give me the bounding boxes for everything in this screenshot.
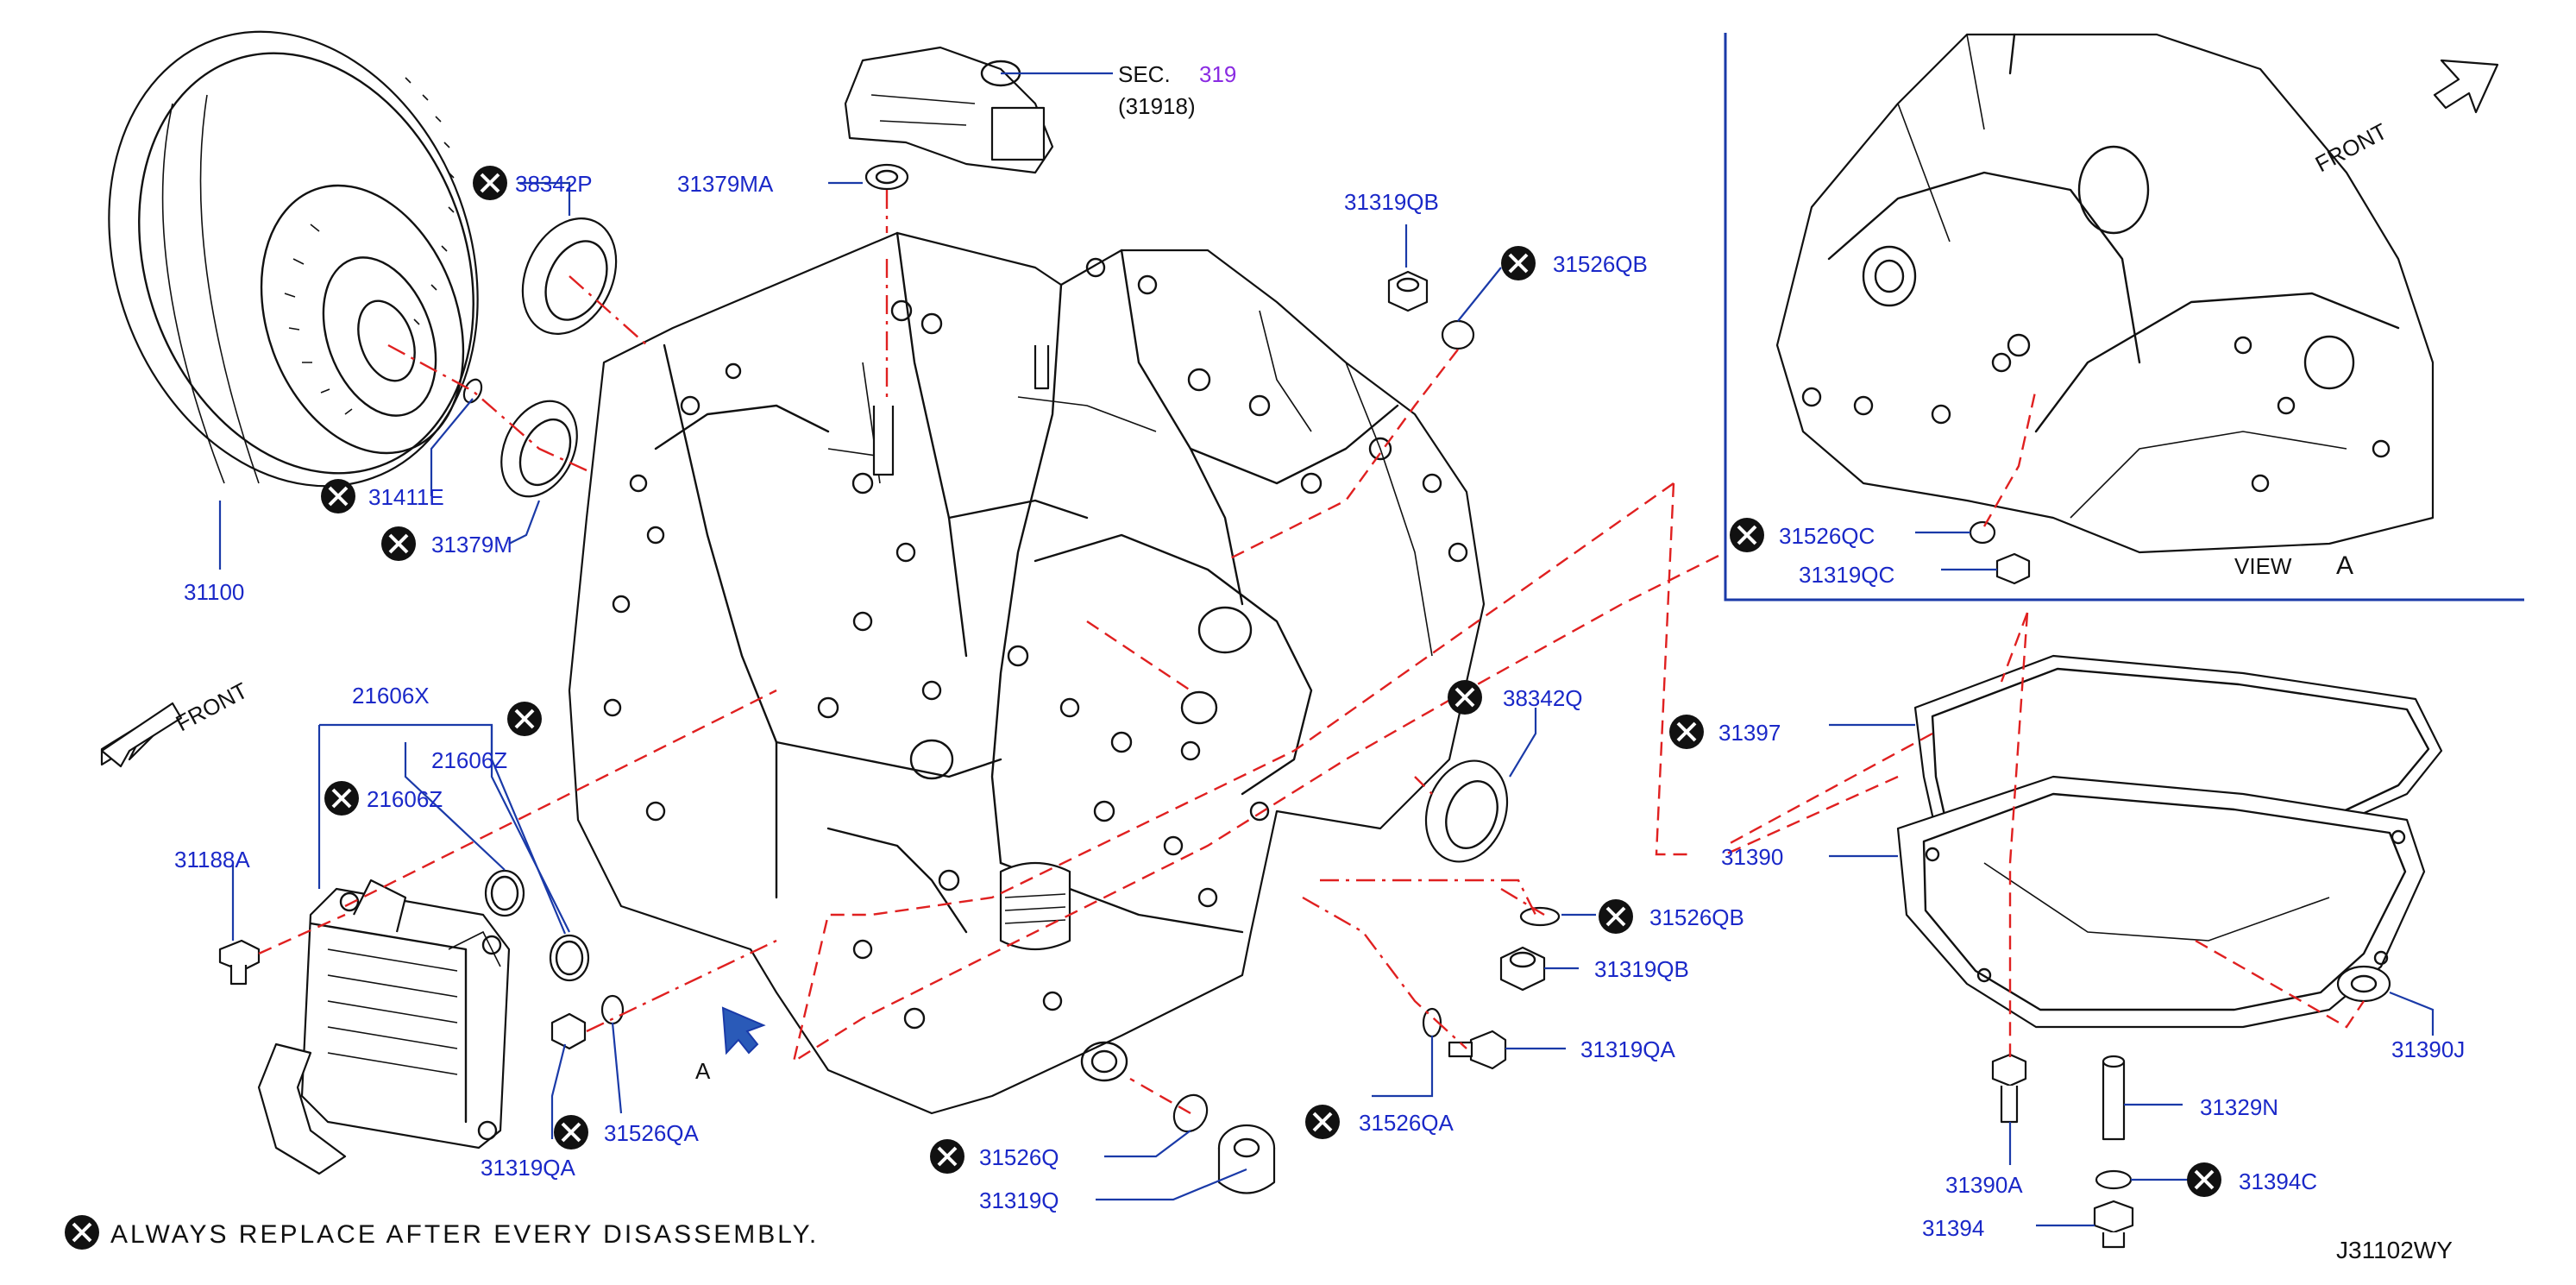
circle-x-icon (1730, 518, 1764, 552)
transmission-case[interactable] (568, 231, 1486, 1115)
label-31319Q[interactable]: 31319Q (979, 1187, 1059, 1213)
label-31390A[interactable]: 31390A (1945, 1172, 2023, 1198)
oring-31526QB-mid[interactable] (1519, 906, 1561, 927)
plug-31319Q[interactable] (1217, 1124, 1276, 1194)
label-31390[interactable]: 31390 (1721, 844, 1783, 870)
label-21606Z-left[interactable]: 21606Z (367, 786, 443, 812)
oring-21606Z-left[interactable] (484, 869, 525, 917)
label-31319QB-mid[interactable]: 31319QB (1594, 956, 1689, 982)
plug-31319QB-top[interactable] (1387, 270, 1429, 312)
label-31411E[interactable]: 31411E (368, 484, 444, 510)
arrow-solid-icon (721, 1006, 766, 1055)
oil-cooler[interactable] (257, 879, 511, 1175)
plug-31394[interactable] (2093, 1200, 2134, 1249)
circle-x-icon (1669, 715, 1704, 749)
label-front-inset: FRONT (2311, 118, 2391, 178)
inset-view-a (1724, 33, 2524, 602)
label-31394[interactable]: 31394 (1922, 1215, 1984, 1241)
circle-x-icon (1599, 899, 1633, 934)
circle-x-icon (554, 1115, 588, 1150)
circle-x-icon (930, 1139, 964, 1174)
arrow-outline-icon (100, 702, 183, 768)
circle-x-icon (321, 479, 355, 513)
circle-x-icon (1448, 680, 1482, 715)
position-sensor[interactable] (844, 46, 1054, 174)
label-31526QC[interactable]: 31526QC (1779, 523, 1875, 549)
plug-31319QA-right[interactable] (1448, 1030, 1507, 1070)
circle-x-icon (324, 781, 359, 816)
circle-x-icon (2187, 1162, 2221, 1197)
label-31526QB-mid[interactable]: 31526QB (1649, 904, 1744, 930)
label-31379M[interactable]: 31379M (431, 532, 512, 557)
label-31319QB-top[interactable]: 31319QB (1344, 189, 1439, 215)
label-sec-sub: (31918) (1118, 93, 1196, 119)
leader-lines (218, 72, 2435, 1227)
seal-38342Q[interactable] (1412, 749, 1521, 873)
circle-x-icon (65, 1215, 99, 1250)
bolt-31188A[interactable] (218, 939, 261, 986)
label-31100[interactable]: 31100 (184, 579, 244, 605)
label-view-a-arrow: A (695, 1058, 711, 1084)
bolt-31390A[interactable] (1991, 1053, 2027, 1124)
tube-31329N[interactable] (2102, 1055, 2126, 1141)
diagram-code: J31102WY (2336, 1237, 2453, 1263)
label-front-left: FRONT (172, 677, 252, 737)
label-38342Q[interactable]: 38342Q (1503, 685, 1583, 711)
circle-x-icon (1305, 1105, 1340, 1139)
oring-31526QC[interactable] (1969, 520, 1996, 545)
plug-31319QA-left[interactable] (550, 1012, 587, 1050)
replace-markers (65, 166, 2221, 1250)
inset-frame (1724, 33, 2524, 602)
label-31329N[interactable]: 31329N (2200, 1094, 2278, 1120)
arrow-outline-icon (2433, 59, 2499, 114)
label-38342P[interactable]: 38342P (515, 171, 593, 197)
plug-31319QB-mid[interactable] (1499, 946, 1546, 992)
circle-x-icon (381, 526, 416, 561)
label-sec-num[interactable]: 319 (1199, 61, 1236, 87)
label-31319QA-right[interactable]: 31319QA (1580, 1036, 1676, 1062)
circle-x-icon (1501, 246, 1536, 280)
circle-x-icon (473, 166, 507, 200)
washer-31394C[interactable] (2095, 1169, 2133, 1190)
label-view: VIEW (2234, 553, 2292, 579)
torque-converter[interactable] (47, 0, 539, 539)
circle-x-icon (507, 702, 542, 736)
label-21606X[interactable]: 21606X (352, 683, 430, 709)
oring-21606Z-right[interactable] (549, 934, 590, 982)
oring-31526QB-top[interactable] (1441, 319, 1475, 350)
magnet-31390J[interactable] (2336, 965, 2391, 1003)
seal-31379MA[interactable] (864, 163, 909, 191)
label-31390J[interactable]: 31390J (2391, 1036, 2465, 1062)
label-31379MA[interactable]: 31379MA (677, 171, 774, 197)
footnote: ALWAYS REPLACE AFTER EVERY DISASSEMBLY. (110, 1220, 819, 1249)
label-31188A[interactable]: 31188A (174, 847, 250, 872)
label-sec: SEC. (1118, 61, 1171, 87)
label-31319QA-left[interactable]: 31319QA (481, 1155, 576, 1181)
label-31526QA-left[interactable]: 31526QA (604, 1120, 700, 1146)
label-31526Q[interactable]: 31526Q (979, 1144, 1059, 1170)
label-31526QA-right[interactable]: 31526QA (1359, 1110, 1454, 1136)
label-31397[interactable]: 31397 (1718, 720, 1781, 746)
label-21606Z-right[interactable]: 21606Z (431, 747, 507, 773)
label-view-letter: A (2336, 551, 2353, 580)
label-31394C[interactable]: 31394C (2239, 1168, 2317, 1194)
label-31319QC[interactable]: 31319QC (1799, 562, 1894, 588)
label-31526QB-top[interactable]: 31526QB (1553, 251, 1648, 277)
plug-31319QC[interactable] (1995, 552, 2031, 585)
